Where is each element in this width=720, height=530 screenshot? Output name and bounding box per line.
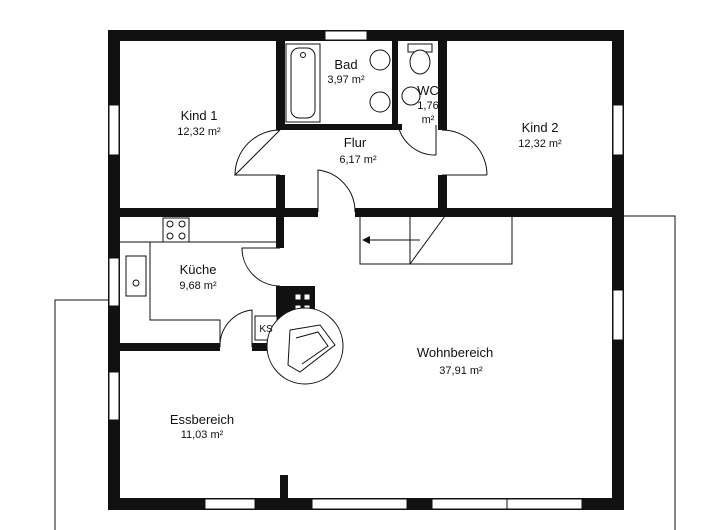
room-labels: Kind 1 12,32 m² Bad 3,97 m² WC 1,76 m² K… [170,57,562,441]
kind2-area: 12,32 m² [518,138,562,150]
wc-name: WC [417,83,439,98]
toilet [407,43,433,75]
bathtub [285,43,321,123]
kitchen-counter [120,217,276,343]
wohnbereich-area: 37,91 m² [439,365,483,377]
kind1-name: Kind 1 [181,108,218,123]
kind1-area: 12,32 m² [177,126,221,138]
terrace-outline [54,215,676,530]
kueche-name: Küche [180,262,217,277]
staircase [359,215,513,265]
essbereich-area: 11,03 m² [181,429,224,441]
bath-sinks [369,49,421,113]
wc-area-value: 1,76 [417,100,438,112]
bad-area: 3,97 m² [327,74,365,86]
windows [108,30,624,510]
wohnbereich-name: Wohnbereich [417,345,493,360]
kueche-area: 9,68 m² [179,280,217,292]
wc-area-unit: m² [422,114,435,126]
kind2-name: Kind 2 [522,120,559,135]
ks-label: KS [259,324,273,335]
bad-name: Bad [334,57,357,72]
flur-area: 6,17 m² [339,154,377,166]
flur-name: Flur [344,135,367,150]
stove [266,307,344,385]
essbereich-name: Essbereich [170,412,234,427]
